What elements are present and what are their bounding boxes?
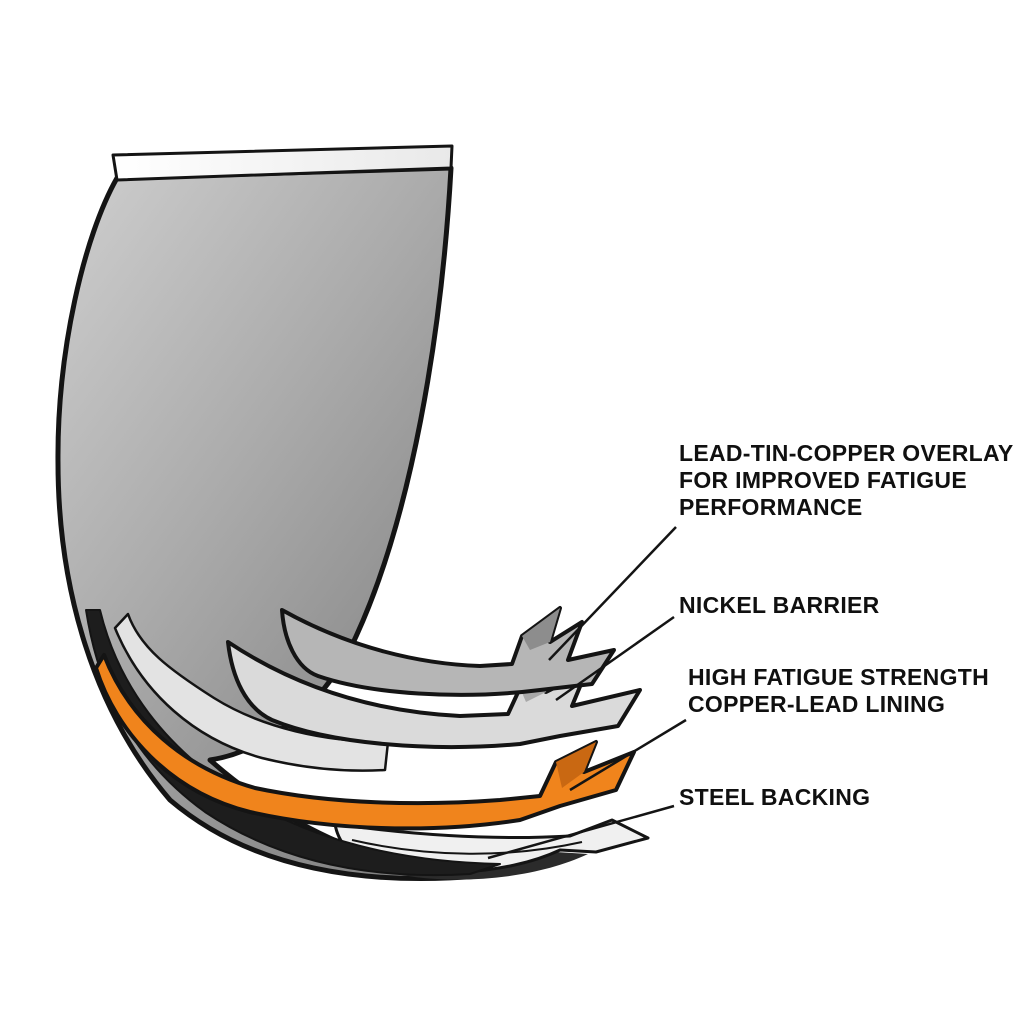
label-line: COPPER-LEAD LINING <box>688 691 946 717</box>
label-line: NICKEL BARRIER <box>679 592 880 618</box>
callout-lines <box>487 526 687 860</box>
label-line: LEAD-TIN-COPPER OVERLAY <box>679 440 1014 466</box>
callout-label-steel: STEEL BACKING <box>679 784 870 811</box>
callout-line-copper-lead <box>569 718 687 792</box>
label-line: PERFORMANCE <box>679 494 863 520</box>
bearing-shell-body <box>55 165 483 882</box>
label-line: HIGH FATIGUE STRENGTH <box>688 664 990 690</box>
bearing-top-face <box>111 144 454 182</box>
callout-label-overlay: LEAD-TIN-COPPER OVERLAY FOR IMPROVED FAT… <box>679 440 1013 521</box>
callout-line-steel <box>487 804 675 860</box>
inner-wrap-band <box>113 612 390 772</box>
nickel-barrier-layer <box>226 640 642 749</box>
label-line: FOR IMPROVED FATIGUE <box>679 467 967 493</box>
callout-line-overlay <box>548 526 677 661</box>
callout-line-nickel <box>555 615 675 702</box>
steel-backing-groove <box>351 839 583 855</box>
callout-label-nickel: NICKEL BARRIER <box>679 592 880 619</box>
label-line: STEEL BACKING <box>679 784 871 810</box>
copper-lead-lining-layer <box>94 653 636 831</box>
callout-label-copper-lead: HIGH FATIGUE STRENGTH COPPER-LEAD LINING <box>688 664 989 718</box>
copper-lead-torn-facet <box>556 742 596 788</box>
overlay-torn-facet <box>522 608 560 650</box>
